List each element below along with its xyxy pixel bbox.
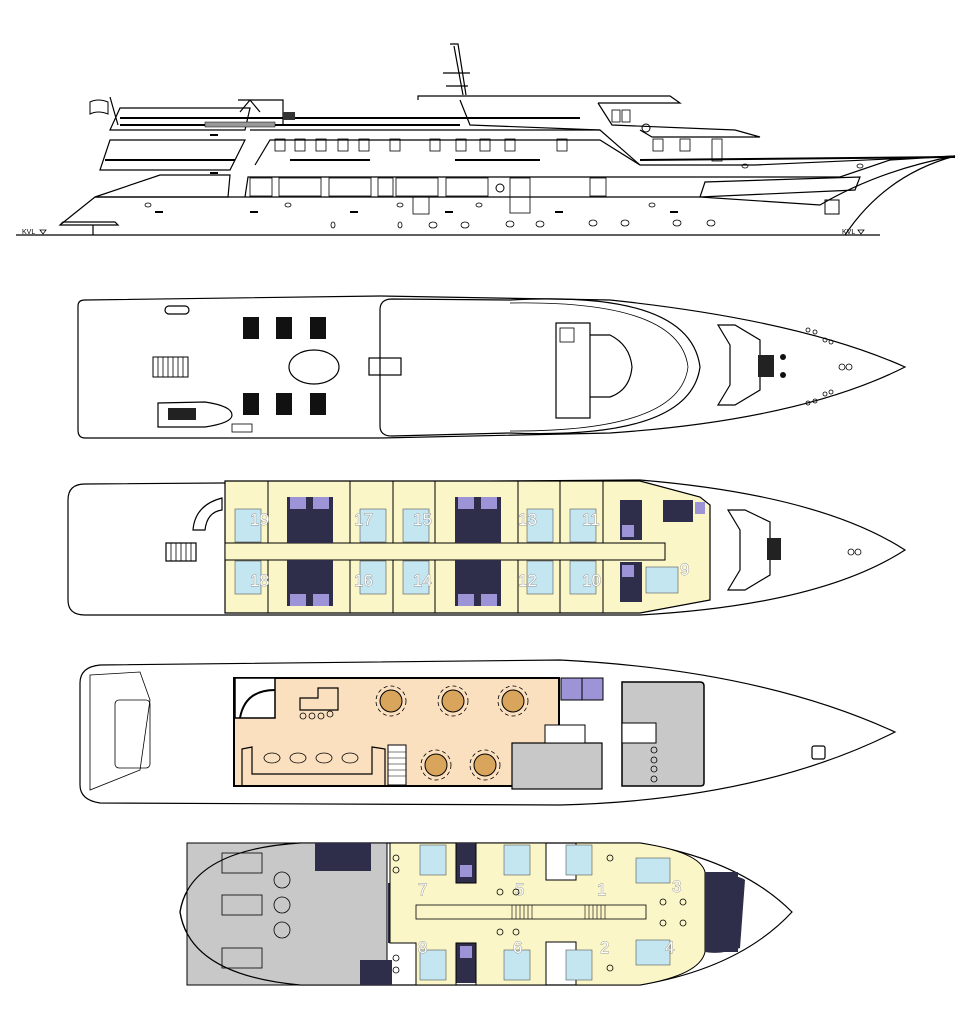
cabin-19-label: 19 [250, 510, 269, 529]
cabin-10-label: 10 [582, 571, 601, 590]
cabin-11-label: 11 [582, 510, 600, 529]
cabin-16-label: 16 [354, 571, 373, 590]
cabin-5-label: 5 [515, 880, 524, 899]
main-deck-plan [79, 659, 897, 806]
cabin-3-label: 3 [672, 877, 681, 896]
cabin-1-label: 1 [597, 880, 606, 899]
waterline-label-aft: KVL [22, 229, 35, 236]
cabin-12-label: 12 [518, 571, 537, 590]
cabin-18-label: 18 [250, 571, 269, 590]
cabin-6-label: 6 [513, 938, 522, 957]
sun-deck-plan [77, 295, 907, 439]
cabin-8-label: 8 [418, 938, 427, 957]
side-profile-view: KVL KVL [16, 43, 956, 236]
cabin-17-label: 17 [354, 510, 373, 529]
cabin-9-label: 9 [680, 560, 689, 579]
waterline-label-fwd: KVL [842, 229, 855, 236]
cabin-15-label: 15 [413, 510, 432, 529]
cabin-13-label: 13 [518, 510, 537, 529]
upper-deck-plan: 19 17 15 13 11 18 16 14 12 10 9 [67, 479, 907, 616]
cabin-4-label: 4 [665, 938, 674, 957]
lower-deck-plan: 7 5 1 3 8 6 2 4 [179, 842, 793, 986]
cabin-14-label: 14 [413, 571, 432, 590]
cabin-7-label: 7 [418, 880, 427, 899]
cabin-2-label: 2 [600, 938, 609, 957]
